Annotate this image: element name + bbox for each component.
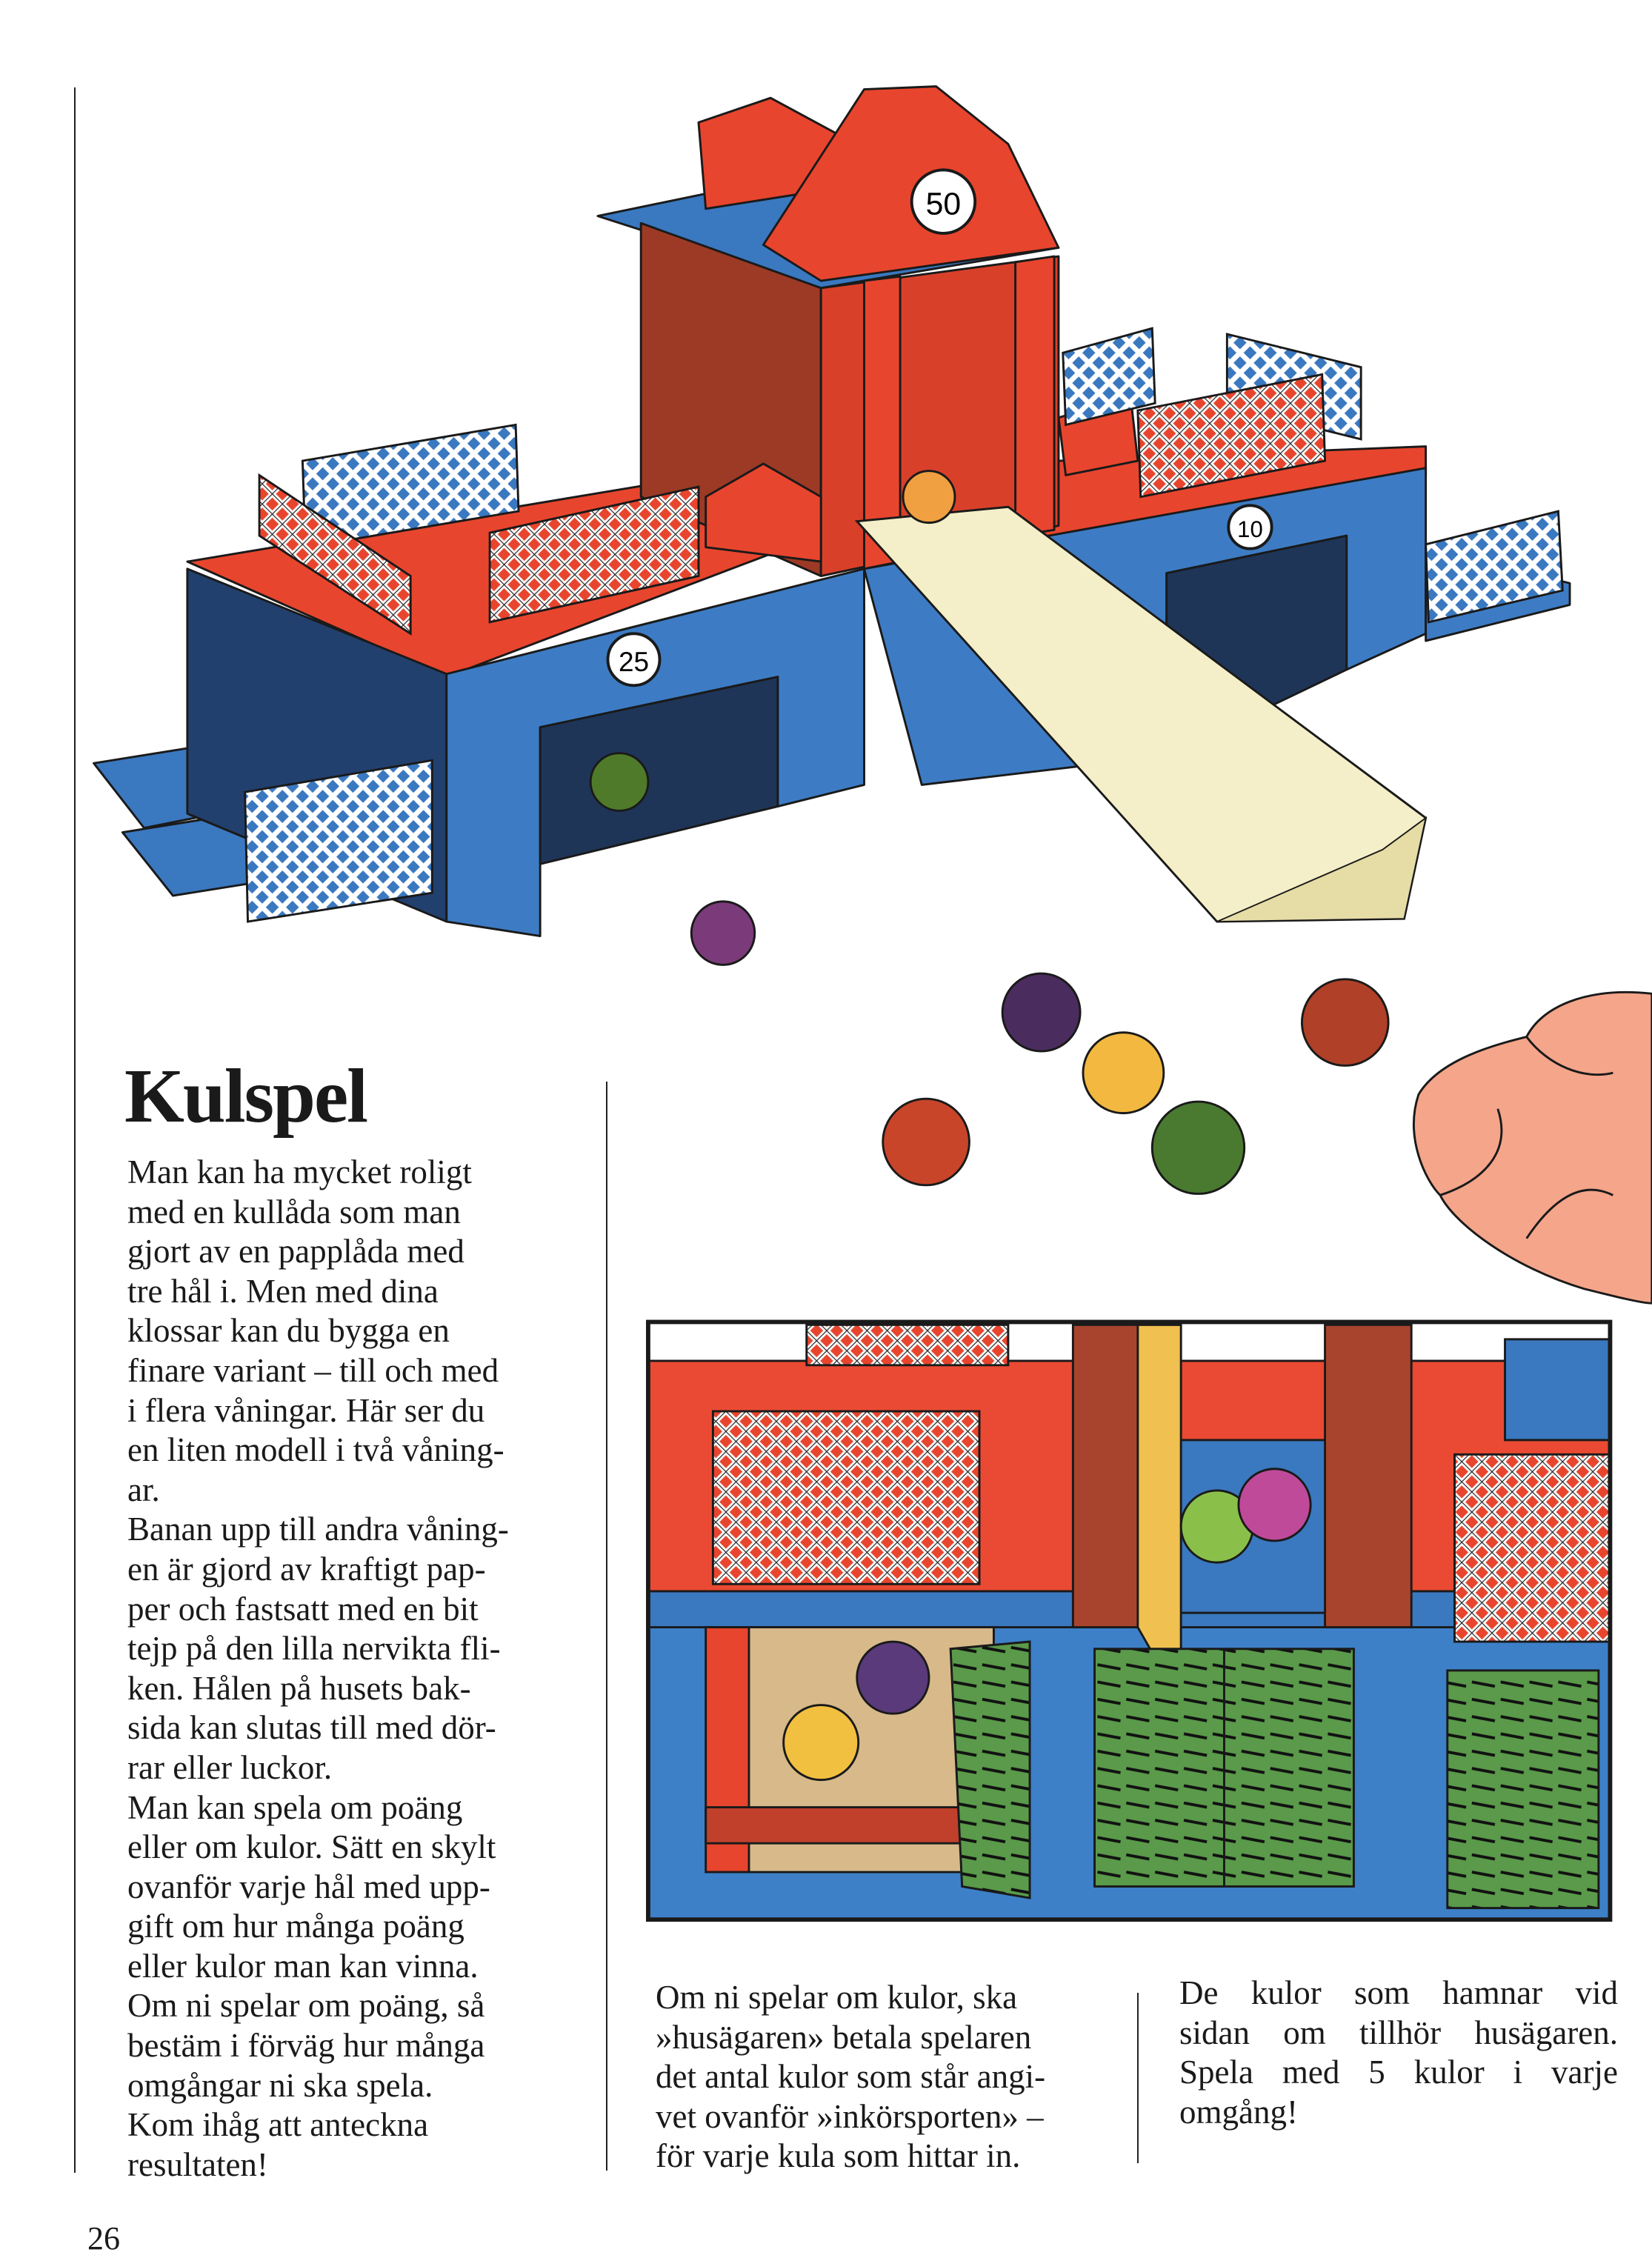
text-line: det antal kulor som står angi- [656, 2058, 1046, 2096]
text-line: »husägaren» betala spelaren [656, 2018, 1032, 2056]
detail-illustration [646, 1319, 1613, 1922]
fences [244, 327, 1564, 923]
text-line: ovanför varje hål med upp- [127, 1868, 490, 1905]
text-line: för varje kula som hittar in. [656, 2137, 1021, 2175]
column-middle: Om ni spelar om kulor, ska»husägaren» be… [656, 1978, 1045, 2177]
text-line: omgång! [1179, 2093, 1298, 2131]
text-line: rar eller luckor. [127, 1748, 333, 1786]
text-line: ken. Hålen på husets bak- [127, 1669, 471, 1707]
text-line: bestäm i förväg hur många [127, 2027, 485, 2065]
text-line: De kulor som hamnar vid [1179, 1974, 1618, 2011]
svg-text:50: 50 [926, 187, 962, 222]
text-line: ar. [127, 1471, 160, 1508]
text-line: finare variant – till och med [127, 1351, 499, 1389]
text-line: tre hål i. Men med dina [127, 1272, 439, 1310]
score-sign-10: 10 [1227, 504, 1273, 550]
text-line: vet ovanför »inkörsporten» – [656, 2097, 1044, 2135]
text-line: Spela med 5 kulor i varje [1179, 2054, 1618, 2091]
text-line: klossar kan du bygga en [127, 1312, 450, 1350]
svg-text:10: 10 [1237, 516, 1263, 542]
text-line: Man kan ha mycket roligt [127, 1153, 472, 1190]
text-line: en är gjord av kraftigt pap- [127, 1550, 486, 1588]
text-line: eller kulor man kan vinna. [127, 1947, 479, 1985]
text-line: per och fastsatt med en bit [127, 1590, 479, 1628]
column-rule-1 [606, 1082, 607, 2171]
text-line: Man kan spela om poäng [127, 1788, 463, 1826]
text-line: Om ni spelar om poäng, så [127, 1987, 485, 2025]
left-margin-rule [74, 87, 76, 2173]
text-line: gift om hur många poäng [127, 1908, 464, 1945]
text-line: omgångar ni ska spela. [127, 2066, 433, 2104]
page-title: Kulspel [124, 1053, 368, 1139]
page-number: 26 [87, 2220, 120, 2257]
text-line: med en kullåda som man [127, 1193, 461, 1230]
text-line: sida kan slutas till med dör- [127, 1709, 496, 1747]
text-line: en liten modell i två våning- [127, 1431, 504, 1469]
text-line: Om ni spelar om kulor, ska [656, 1979, 1018, 2016]
text-line: i flera våningar. Här ser du [127, 1391, 485, 1429]
text-line: gjort av en papplåda med [127, 1233, 464, 1270]
hand [1413, 990, 1652, 1305]
text-line: Kom ihåg att anteckna [127, 2106, 429, 2144]
text-line: Banan upp till andra våning- [127, 1511, 509, 1548]
text-line: resultaten! [127, 2145, 268, 2183]
text-line: eller om kulor. Sätt en skylt [127, 1828, 496, 1866]
marbles [589, 470, 1390, 1195]
score-sign-50: 50 [910, 168, 977, 235]
text-line: sidan om tillhör husägaren. [1179, 2014, 1618, 2051]
svg-text:25: 25 [619, 647, 649, 677]
text-line: tejp på den lilla nervikta fli- [127, 1630, 501, 1668]
column-rule-2 [1137, 1993, 1139, 2163]
score-sign-25: 25 [606, 632, 662, 687]
